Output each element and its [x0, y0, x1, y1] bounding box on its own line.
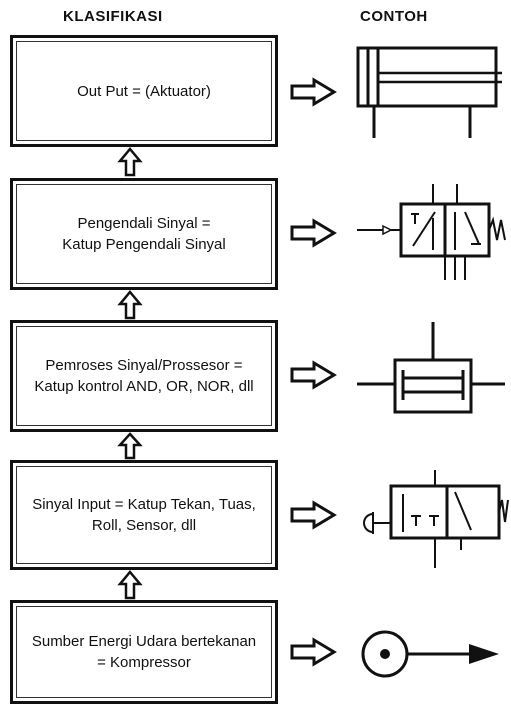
up-arrow-icon: [117, 290, 143, 320]
right-arrow-icon: [290, 637, 337, 667]
right-arrow-icon: [290, 77, 337, 107]
double-acting-cylinder-icon: [356, 46, 502, 138]
roller-valve-icon: [363, 470, 509, 568]
compressor-icon: [361, 630, 499, 678]
right-arrow-icon: [290, 218, 337, 248]
right-arrow-icon: [290, 360, 337, 390]
level-text-signal-input: Sinyal Input = Katup Tekan, Tuas, Roll, …: [32, 496, 256, 534]
level-text-signal-processor: Pemroses Sinyal/Prossesor = Katup kontro…: [34, 357, 254, 395]
level-text-energy-source: Sumber Energi Udara bertekanan = Kompres…: [31, 633, 257, 671]
level-box-energy-source: Sumber Energi Udara bertekanan = Kompres…: [10, 600, 278, 704]
shuttle-valve-icon: [357, 322, 505, 414]
up-arrow-icon: [117, 432, 143, 460]
header-example: CONTOH: [360, 8, 428, 25]
level-box-signal-processor: Pemroses Sinyal/Prossesor = Katup kontro…: [10, 320, 278, 432]
level-box-signal-controller: Pengendali Sinyal = Katup Pengendali Sin…: [10, 178, 278, 290]
level-text-output: Out Put = (Aktuator): [77, 82, 211, 100]
up-arrow-icon: [117, 147, 143, 177]
header-classification: KLASIFIKASI: [63, 8, 163, 25]
right-arrow-icon: [290, 500, 337, 530]
up-arrow-icon: [117, 570, 143, 600]
level-box-output: Out Put = (Aktuator): [10, 35, 278, 147]
level-box-signal-input: Sinyal Input = Katup Tekan, Tuas, Roll, …: [10, 460, 278, 570]
directional-control-valve-icon: [357, 184, 506, 280]
level-text-signal-controller: Pengendali Sinyal = Katup Pengendali Sin…: [62, 215, 226, 253]
